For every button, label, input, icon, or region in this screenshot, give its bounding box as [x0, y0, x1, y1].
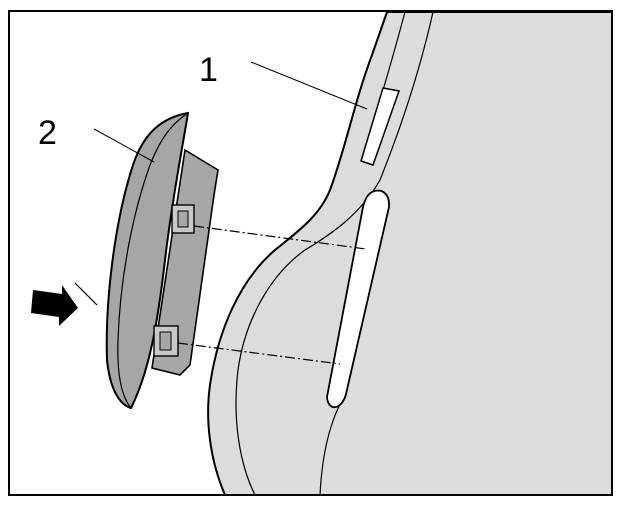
trim-cover-shell: [105, 111, 190, 410]
arrow-tick: [74, 282, 98, 306]
trim-cover-edge: [117, 112, 189, 409]
trim-cover-part: [105, 111, 219, 410]
arrow-right-icon: [31, 285, 78, 326]
trim-cover-clip-base: [151, 148, 219, 376]
upper-slot-mount: [360, 87, 400, 166]
callout-1-label: 1: [199, 51, 218, 89]
upper-clip-tip: [177, 210, 189, 228]
lower-alignment-line: [177, 342, 341, 365]
panel-inner-contour: [235, 11, 434, 496]
upper-alignment-line: [193, 225, 367, 250]
lower-slot-mount: [326, 189, 390, 409]
body-panel: [207, 11, 613, 496]
lower-clip-tip: [159, 331, 172, 351]
callout-1-leader: [250, 61, 368, 110]
callout-2-leader: [93, 128, 155, 163]
callout-2-label: 2: [38, 114, 57, 152]
